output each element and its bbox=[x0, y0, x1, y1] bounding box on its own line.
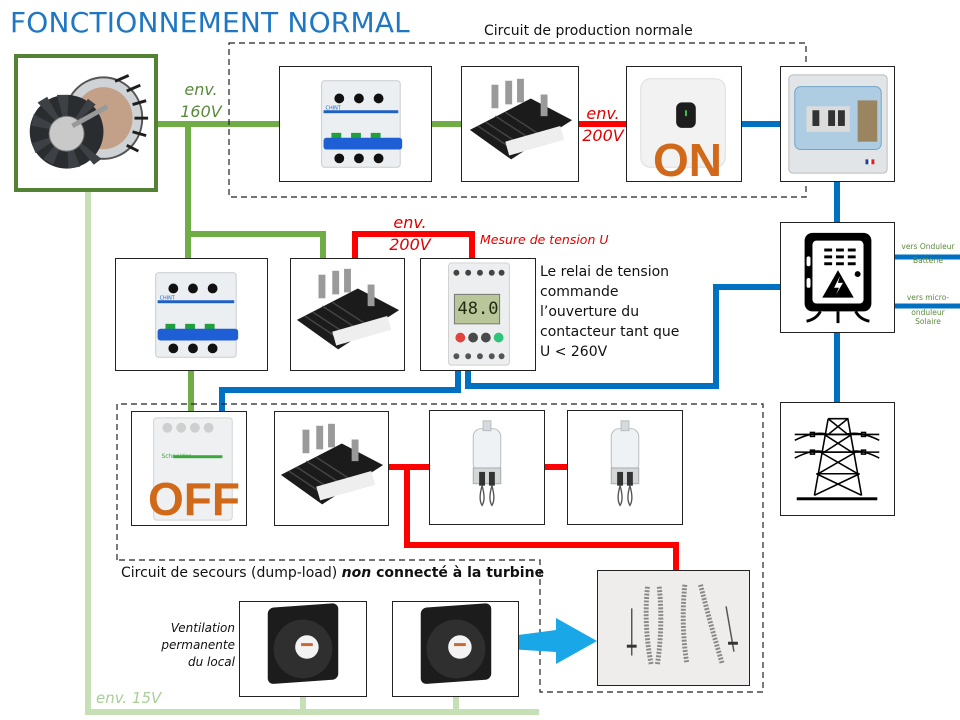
wire-low-voltage bbox=[85, 190, 539, 715]
heating-element-box[interactable] bbox=[597, 570, 750, 686]
ac-panel-box[interactable] bbox=[780, 66, 895, 182]
rectifier-main-box[interactable] bbox=[461, 66, 579, 182]
voltage-prefix: env. bbox=[586, 104, 620, 123]
wire-control-relay-cabinet bbox=[465, 284, 780, 389]
dump-load-label-non: non bbox=[341, 565, 372, 581]
wire-ac-branch-rectifier2 bbox=[188, 231, 326, 258]
label-line: vers Onduleur bbox=[901, 242, 955, 251]
rectifier-dump-box[interactable] bbox=[274, 411, 389, 526]
svg-text:Schneider: Schneider bbox=[161, 454, 191, 460]
dump-load-circuit-label: Circuit de secours (dump-load) non conne… bbox=[121, 565, 544, 581]
svg-text:CHINT: CHINT bbox=[326, 105, 342, 111]
wire-dc-dump-heater bbox=[404, 467, 679, 570]
arrow-fan-to-heater bbox=[458, 618, 597, 664]
relay-description: Le relai de tension commande l’ouverture… bbox=[540, 262, 679, 362]
label-line: onduleur bbox=[911, 308, 945, 317]
lamp-2-box[interactable] bbox=[567, 410, 683, 525]
fan-icon bbox=[267, 603, 339, 684]
page-title: FONCTIONNEMENT NORMAL bbox=[10, 6, 410, 39]
label-to-solar-microinverter: vers micro- onduleur Solaire bbox=[897, 293, 959, 326]
fan-icon bbox=[420, 603, 492, 684]
relay-description-line: l’ouverture du bbox=[540, 304, 640, 320]
svg-text:CHINT: CHINT bbox=[160, 295, 176, 301]
dump-load-circuit-frame bbox=[116, 403, 764, 693]
grid-box[interactable] bbox=[780, 402, 895, 516]
voltage-value: 200V bbox=[389, 235, 431, 254]
contactor-box[interactable]: Schneider OFF bbox=[131, 411, 247, 526]
bridge-rectifier-icon bbox=[280, 423, 384, 505]
turbine-box[interactable] bbox=[14, 54, 158, 192]
fan-1-box[interactable] bbox=[239, 601, 367, 697]
ventilation-line: du local bbox=[188, 655, 235, 669]
heating-coil-icon bbox=[626, 584, 738, 666]
voltage-label-fans: env. 15V bbox=[96, 689, 162, 707]
voltage-value: 200V bbox=[582, 126, 624, 145]
relay-description-line: contacteur tant que bbox=[540, 324, 680, 340]
label-line: vers micro- bbox=[906, 293, 950, 302]
contactor-status-off: OFF bbox=[148, 473, 240, 525]
bridge-rectifier-icon bbox=[469, 78, 573, 160]
electrical-cabinet-box[interactable] bbox=[780, 222, 895, 333]
production-circuit-label: Circuit de production normale bbox=[484, 23, 693, 39]
rectifier-secondary-box[interactable] bbox=[290, 258, 405, 371]
bridge-rectifier-icon bbox=[296, 268, 400, 350]
ac-distribution-panel-icon bbox=[788, 74, 888, 174]
fan-2-box[interactable] bbox=[392, 601, 519, 697]
lamp-1-box[interactable] bbox=[429, 410, 545, 525]
inverter-status-on: ON bbox=[653, 134, 722, 182]
label-line: Batterie bbox=[912, 256, 944, 265]
measure-label: Mesure de tension U bbox=[480, 232, 609, 247]
turbine-icon bbox=[29, 74, 149, 169]
dump-load-label-prefix: Circuit de secours (dump-load) bbox=[121, 565, 342, 581]
voltage-prefix: env. bbox=[184, 80, 218, 99]
voltage-value: 160V bbox=[180, 102, 222, 121]
label-to-battery-inverter: vers Onduleur Batterie bbox=[897, 242, 959, 265]
ventilation-label: Ventilation permanente du local bbox=[150, 620, 235, 671]
voltage-relay-box[interactable]: 48.0 bbox=[420, 258, 536, 371]
contactor-icon: Schneider bbox=[153, 417, 233, 521]
label-line: Solaire bbox=[915, 317, 941, 326]
voltage-label-turbine: env. 160V bbox=[176, 80, 226, 122]
breaker-main-box[interactable]: CHINT bbox=[279, 66, 432, 182]
breaker-secondary-box[interactable]: CHINT bbox=[115, 258, 268, 371]
relay-description-line: Le relai de tension bbox=[540, 264, 670, 280]
inverter-box[interactable]: ON bbox=[626, 66, 742, 182]
halogen-lamp-icon bbox=[610, 420, 640, 507]
relay-description-line: U < 260V bbox=[540, 344, 608, 360]
dump-load-label-suffix: connecté à la turbine bbox=[371, 565, 545, 581]
relay-description-line: commande bbox=[540, 284, 619, 300]
voltage-prefix: env. bbox=[393, 213, 427, 232]
wire-control-relay-contactor bbox=[219, 370, 461, 412]
circuit-breaker-icon: CHINT bbox=[321, 80, 403, 168]
voltage-label-measure-dc: env. 200V bbox=[385, 213, 435, 255]
ventilation-line: permanente bbox=[161, 638, 235, 652]
circuit-breaker-icon: CHINT bbox=[155, 272, 239, 358]
voltage-label-production-dc: env. 200V bbox=[578, 104, 628, 146]
inverter-icon bbox=[640, 78, 726, 168]
relay-display: 48.0 bbox=[457, 299, 499, 319]
power-pylon-icon bbox=[794, 417, 880, 501]
voltage-relay-icon bbox=[448, 262, 510, 366]
electrical-cabinet-icon bbox=[804, 232, 872, 324]
halogen-lamp-icon bbox=[472, 420, 502, 507]
ventilation-line: Ventilation bbox=[170, 621, 235, 635]
wire-dc-measure bbox=[352, 231, 475, 258]
